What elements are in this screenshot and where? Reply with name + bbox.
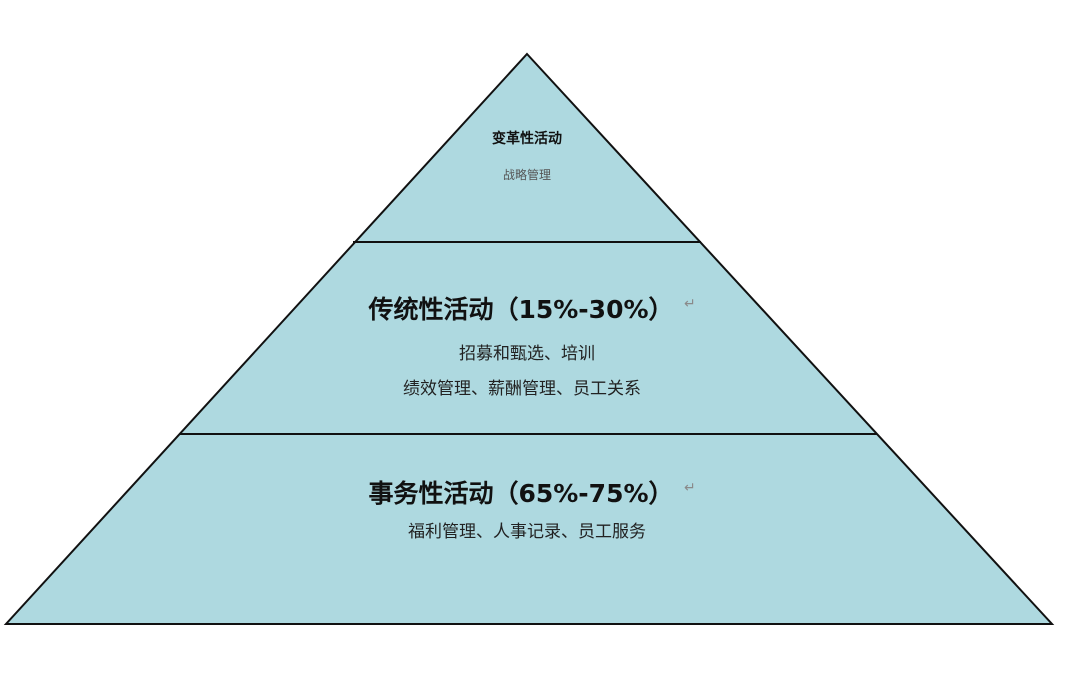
tier-middle-line-2: 绩效管理、薪酬管理、员工关系 — [403, 379, 641, 399]
tier-bottom-title: 事务性活动（65%-75%） — [368, 479, 674, 508]
paragraph-mark-icon: ↵ — [684, 480, 696, 496]
tier-middle-title: 传统性活动（15%-30%） — [368, 295, 674, 324]
tier-middle-line-1: 招募和甄选、培训 — [459, 344, 595, 364]
tier-top-title: 变革性活动 — [492, 131, 562, 147]
pyramid-triangle — [3, 52, 1055, 625]
paragraph-mark-icon: ↵ — [684, 296, 696, 312]
tier-bottom-line-1: 福利管理、人事记录、员工服务 — [408, 522, 646, 542]
tier-top-line-1: 战略管理 — [502, 168, 552, 182]
